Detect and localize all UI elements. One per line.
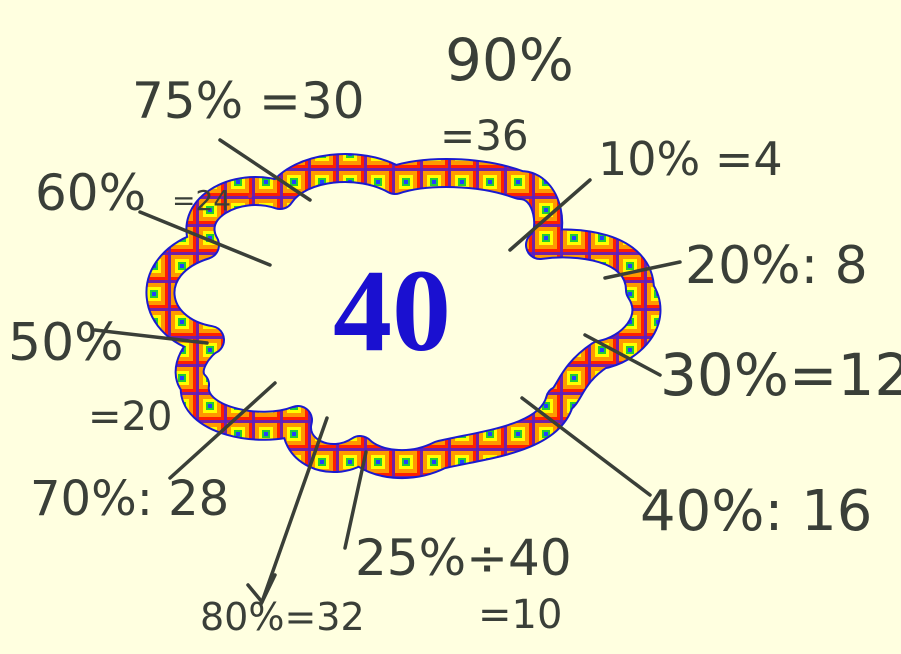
- label-equals-36: =36: [440, 111, 529, 160]
- label-equals-24: =24: [172, 184, 231, 217]
- line-50: [93, 328, 209, 345]
- annotations: 90% =36 75% =30 60% =24 50% =20 70%: 28 …: [8, 26, 901, 639]
- label-equals-10: =10: [478, 592, 562, 638]
- cloud-shape: [145, 153, 662, 480]
- line-30: [583, 333, 662, 377]
- line-80: [260, 416, 329, 604]
- line-25: [343, 450, 368, 550]
- label-90-percent: 90%: [445, 26, 574, 94]
- label-10-percent: 10% =4: [598, 132, 783, 186]
- label-20-percent: 20%: 8: [685, 236, 868, 296]
- line-80b: [246, 573, 277, 606]
- line-75: [218, 138, 312, 202]
- label-60-percent: 60%: [35, 164, 146, 222]
- label-25-percent: 25%÷40: [355, 529, 572, 587]
- connector-lines: [93, 138, 682, 606]
- label-30-percent: 30%=12: [660, 341, 901, 409]
- line-20: [603, 260, 682, 280]
- line-10: [508, 178, 592, 252]
- line-70: [168, 381, 277, 480]
- label-70-percent: 70%: 28: [30, 471, 229, 527]
- label-50-percent: 50%: [8, 313, 124, 373]
- label-75-percent: 75% =30: [132, 72, 365, 130]
- red-dot: [248, 194, 252, 198]
- label-80-percent: 80%=32: [200, 595, 365, 639]
- line-60: [138, 210, 272, 267]
- label-equals-20: =20: [88, 394, 172, 440]
- line-40: [520, 396, 652, 497]
- label-40-percent: 40%: 16: [640, 479, 872, 544]
- center-number: 40: [333, 245, 451, 376]
